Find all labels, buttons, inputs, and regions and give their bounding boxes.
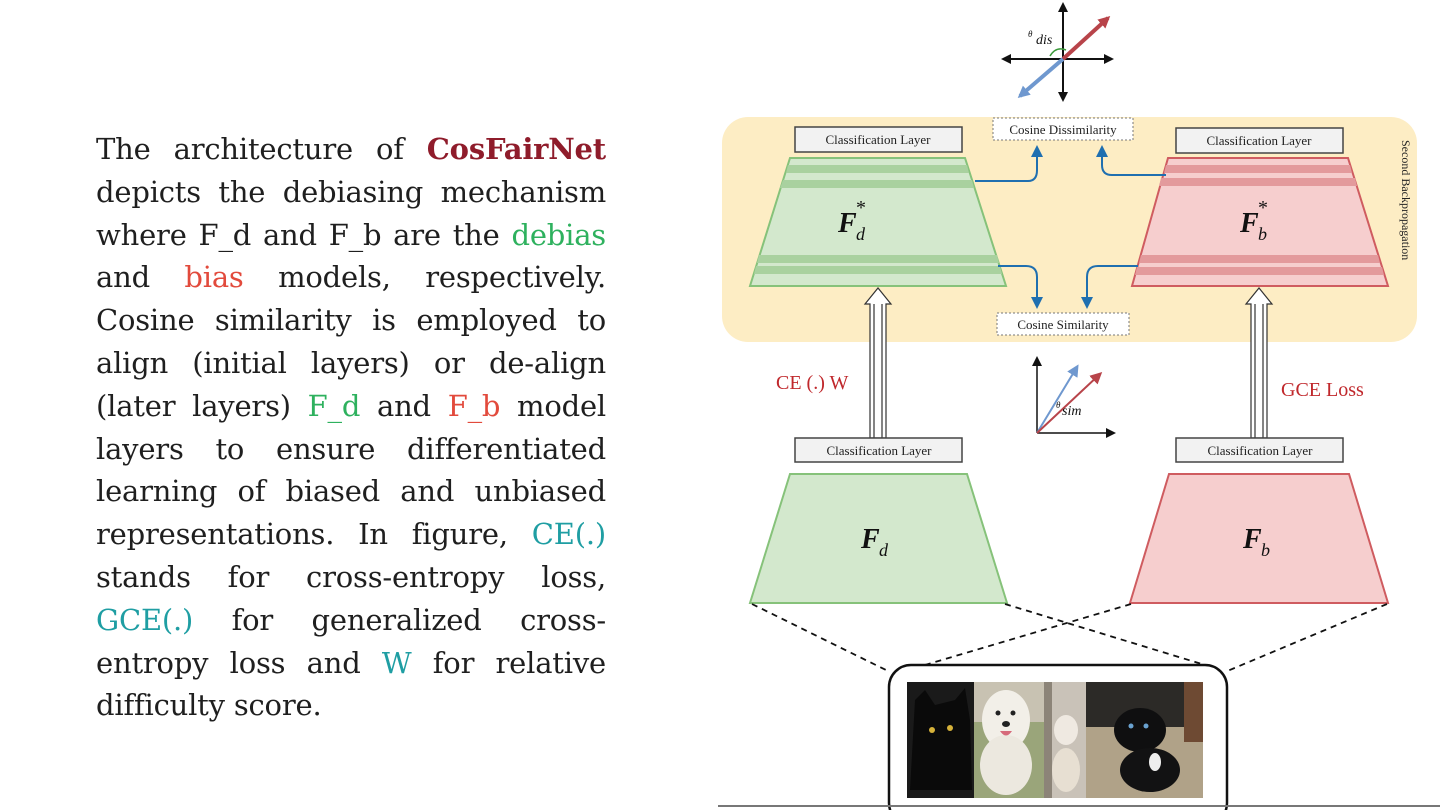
fb-star-superscript: * — [1258, 197, 1268, 219]
fd-star-model: F d * — [748, 157, 1008, 287]
text-segment: The architecture of — [96, 132, 427, 166]
fd-model: F d — [748, 473, 1009, 604]
classification-layer-bottom-left — [794, 437, 963, 463]
fb-label: F — [1242, 524, 1262, 555]
fd-term: F_d — [307, 388, 361, 423]
classification-layer-label: Classification Layer — [1206, 133, 1312, 148]
text-segment: for relative difficulty score. — [96, 645, 606, 723]
bias-term: bias — [184, 260, 244, 295]
input-connectors — [751, 603, 1388, 673]
classification-layer-label: Classification Layer — [825, 132, 931, 147]
fb-term: F_b — [447, 388, 501, 423]
classification-layer-label: Classification Layer — [1207, 443, 1313, 458]
text-segment: and — [360, 388, 448, 423]
fb-star-label: F — [1239, 208, 1259, 239]
fd-subscript: d — [879, 540, 889, 560]
fd-star-subscript: d — [856, 224, 866, 244]
cosine-similarity-label: Cosine Similarity — [1017, 317, 1109, 332]
text-segment: stands for cross-entropy loss, — [96, 559, 606, 594]
classification-layer-top-left — [794, 126, 963, 153]
classification-layer-label: Classification Layer — [826, 443, 932, 458]
fd-star-superscript: * — [856, 197, 866, 219]
classification-layer-bottom-right — [1175, 437, 1344, 463]
brand-name: CosFairNet — [426, 132, 606, 166]
text-segment: for generalized cross-entropy loss and — [96, 602, 606, 680]
cosine-connectors — [975, 145, 1166, 309]
backprop-up-arrows — [863, 287, 1274, 439]
cosine-similarity-box — [996, 312, 1130, 336]
debias-term: debias — [511, 217, 606, 252]
similarity-axes: θ sim — [1032, 356, 1116, 438]
ce-term: CE(.) — [531, 517, 606, 552]
description-paragraph: The architecture of CosFairNet depicts t… — [96, 128, 606, 727]
second-backprop-label: Second Backpropagation — [1399, 140, 1413, 260]
w-term: W — [381, 645, 412, 680]
theta-sim-label: sim — [1062, 404, 1081, 419]
gce-loss-label: GCE Loss — [1281, 379, 1364, 401]
input-images — [887, 663, 1229, 810]
classification-layer-top-right — [1175, 127, 1344, 154]
svg-text:θ: θ — [1028, 29, 1033, 39]
text-segment: models, respectively. Cosine similarity … — [96, 260, 606, 423]
text-segment: model layers to ensure differentiated le… — [96, 388, 606, 552]
cosine-dissimilarity-label: Cosine Dissimilarity — [1009, 122, 1117, 137]
fb-subscript: b — [1261, 540, 1270, 560]
text-segment: depicts the debiasing mechanism where F_… — [96, 174, 606, 252]
theta-dis-label: dis — [1036, 33, 1053, 48]
fd-label: F — [860, 524, 880, 555]
dissimilarity-axes: θ dis — [1001, 2, 1114, 102]
text-segment: and — [96, 260, 185, 295]
fb-star-model: F b * — [1130, 157, 1390, 287]
gce-term: GCE(.) — [96, 602, 194, 637]
fd-star-label: F — [837, 208, 857, 239]
fb-model: F b — [1128, 473, 1390, 604]
ce-loss-label: CE (.) W — [776, 372, 849, 394]
cosine-dissimilarity-box — [992, 117, 1134, 141]
svg-text:θ: θ — [1056, 400, 1061, 410]
fb-star-subscript: b — [1258, 224, 1267, 244]
